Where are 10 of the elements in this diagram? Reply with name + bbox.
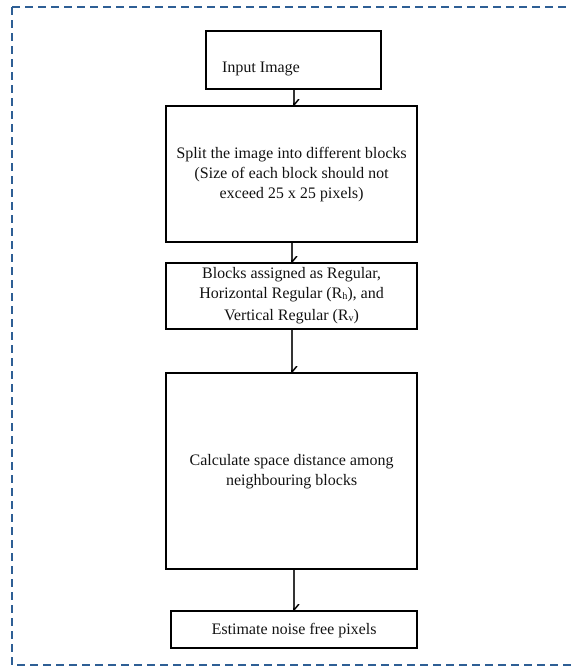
step-text: Estimate noise free pixels [210, 620, 378, 640]
step-text: Calculate space distance among neighbouring blocks [188, 451, 394, 491]
process-box [165, 105, 418, 243]
process-box [170, 610, 418, 649]
process-box [165, 372, 418, 570]
step-text: Input Image [221, 58, 301, 78]
step-text: Blocks assigned as Regular, Horizontal Regular (R$_{h}$), and Vertical Regular (R$_{v}$) [198, 264, 385, 326]
process-box [165, 262, 418, 330]
step-text: Split the image into different blocks (Size of each block should not exceed 25 x 25 pixels) [175, 144, 408, 204]
process-box [205, 30, 382, 90]
